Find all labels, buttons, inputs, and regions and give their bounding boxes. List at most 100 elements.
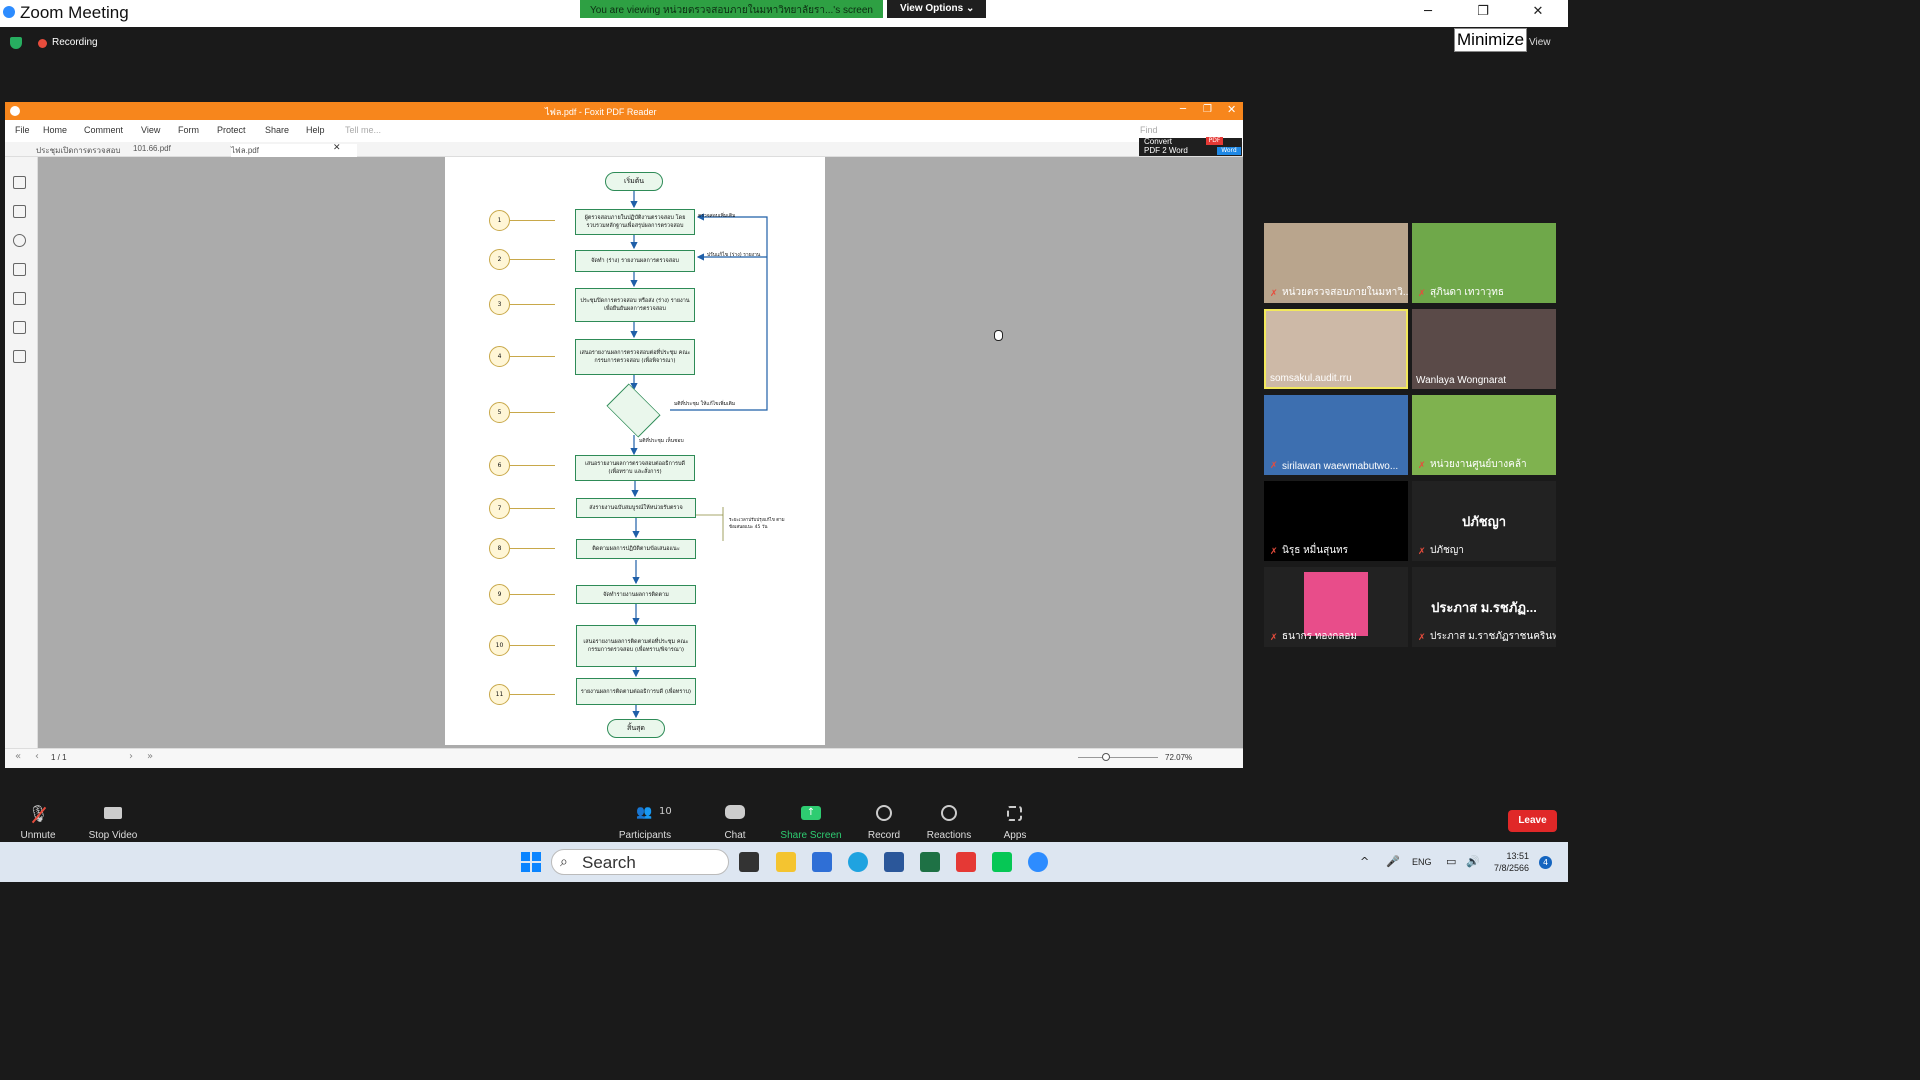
file-explorer-icon[interactable] <box>776 852 796 872</box>
apps-button[interactable]: Apps <box>1003 830 1027 841</box>
menu-form[interactable]: Form <box>178 125 199 135</box>
participant-name: ประภาส ม.ราชภัฏราชนครินทร์ <box>1430 631 1556 642</box>
zoom-handle[interactable] <box>1102 753 1110 761</box>
restore-button[interactable]: ❐ <box>1477 4 1489 19</box>
next-page-icon[interactable]: › <box>129 751 133 762</box>
meeting-toolbar <box>0 796 1568 842</box>
step-connector <box>510 220 555 221</box>
volume-icon[interactable]: 🔊 <box>1466 855 1480 868</box>
participant-tile[interactable]: Wanlaya Wongnarat <box>1412 309 1556 389</box>
video-icon[interactable] <box>104 807 122 819</box>
record-icon[interactable] <box>876 805 892 821</box>
comments-icon[interactable] <box>13 234 26 247</box>
security-icon[interactable] <box>13 321 26 334</box>
network-icon[interactable]: ▭ <box>1446 855 1457 868</box>
menu-home[interactable]: Home <box>43 125 68 135</box>
taskbar-search[interactable] <box>551 849 729 875</box>
first-page-icon[interactable]: « <box>15 751 22 762</box>
participant-name: หน่วยตรวจสอบภายในมหาวิ... <box>1282 287 1408 298</box>
chat-icon[interactable] <box>725 805 745 819</box>
tab-doc-1[interactable]: ประชุมเปิดการตรวจสอบ <box>36 146 121 155</box>
tell-me-search[interactable]: Tell me... <box>345 125 382 135</box>
stop-video-button[interactable]: Stop Video <box>88 830 138 841</box>
attachment-icon[interactable] <box>13 292 26 305</box>
participant-tile[interactable]: ✗หน่วยตรวจสอบภายในมหาวิ... <box>1264 223 1408 303</box>
edge-icon[interactable] <box>848 852 868 872</box>
menu-share[interactable]: Share <box>265 125 290 135</box>
step-number-10: 10 <box>489 635 510 656</box>
flow-step-box: จัดทำ (ร่าง) รายงานผลการตรวจสอบ <box>575 250 695 272</box>
chat-button[interactable]: Chat <box>724 830 746 841</box>
unmute-button[interactable]: Unmute <box>20 830 56 841</box>
signature-icon[interactable] <box>13 350 26 363</box>
zoom-taskbar-icon[interactable] <box>1028 852 1048 872</box>
snipping-tool-icon[interactable] <box>956 852 976 872</box>
zoom-slider[interactable] <box>1078 757 1158 758</box>
annot-audit-more: ตรวจสอบเพิ่มเติม <box>698 213 736 219</box>
task-view-icon[interactable] <box>739 852 759 872</box>
notification-badge[interactable]: 4 <box>1539 856 1552 869</box>
participant-tile[interactable]: somsakul.audit.rru <box>1264 309 1408 389</box>
tray-mic-icon[interactable]: 🎤 <box>1386 855 1400 868</box>
store-icon[interactable] <box>812 852 832 872</box>
foxit-close-icon[interactable]: ✕ <box>1227 103 1237 116</box>
last-page-icon[interactable]: » <box>147 751 154 762</box>
layers-icon[interactable] <box>13 263 26 276</box>
step-number-4: 4 <box>489 346 510 367</box>
prev-page-icon[interactable]: ‹ <box>35 751 39 762</box>
minimize-button[interactable]: ─ <box>1424 4 1432 19</box>
excel-icon[interactable] <box>920 852 940 872</box>
tray-chevron-icon[interactable]: ^ <box>1360 855 1370 868</box>
participant-tile[interactable]: ✗สุภินดา เทวาวุทธ <box>1412 223 1556 303</box>
share-screen-icon[interactable]: ↑ <box>801 806 821 820</box>
participant-tile[interactable]: ✗หน่วยงานศูนย์บางคล้า <box>1412 395 1556 475</box>
participant-tile[interactable]: ปภัชญา✗ปภัชญา <box>1412 481 1556 561</box>
start-icon[interactable] <box>521 852 541 872</box>
tab-close-icon[interactable]: ✕ <box>333 143 341 153</box>
line-icon[interactable] <box>992 852 1012 872</box>
view-options-button[interactable]: View Options ⌄ <box>887 0 986 18</box>
step-number-2: 2 <box>489 249 510 270</box>
reactions-button[interactable]: Reactions <box>926 830 972 841</box>
bookmark-icon[interactable] <box>13 176 26 189</box>
participant-tile[interactable]: ประภาส ม.รชภัฏ...✗ประภาส ม.ราชภัฏราชนคริ… <box>1412 567 1556 647</box>
menu-comment[interactable]: Comment <box>84 125 124 135</box>
record-button[interactable]: Record <box>867 830 901 841</box>
participant-tile[interactable]: ✗นิรุธ หมื่นสุนทร <box>1264 481 1408 561</box>
participants-button[interactable]: Participants <box>618 830 672 841</box>
page-indicator[interactable]: 1 / 1 <box>51 753 67 762</box>
menu-view[interactable]: View <box>141 125 161 135</box>
menu-file[interactable]: File <box>15 125 30 135</box>
recording-icon <box>38 39 47 48</box>
foxit-restore-icon[interactable]: ❐ <box>1203 104 1212 115</box>
share-screen-button[interactable]: Share Screen <box>780 830 842 841</box>
foxit-minimize-icon[interactable]: ─ <box>1180 104 1187 115</box>
flow-end: สิ้นสุด <box>607 719 665 738</box>
annot-revise: ปรับแก้ไข (ร่าง) รายงาน <box>707 252 761 258</box>
menu-help[interactable]: Help <box>306 125 325 135</box>
participants-icon[interactable]: 👥 <box>636 805 653 820</box>
step-number-1: 1 <box>489 210 510 231</box>
menu-protect[interactable]: Protect <box>217 125 246 135</box>
find-input[interactable]: Find <box>1140 125 1158 135</box>
tab-doc-3[interactable]: ไฟล.pdf <box>231 144 357 157</box>
participant-tile[interactable]: ✗sirilawan waewmabutwo... <box>1264 395 1408 475</box>
participant-tile[interactable]: ✗ธนากร ทองกลอม <box>1264 567 1408 647</box>
close-button[interactable]: ✕ <box>1532 4 1544 19</box>
language-indicator[interactable]: ENG <box>1412 857 1432 867</box>
view-button[interactable]: View <box>1529 37 1551 48</box>
pdf-page[interactable]: เริ่มต้น สิ้นสุด พิจารณา ตรวจสอบเพิ่มเติ… <box>445 157 825 745</box>
reactions-icon[interactable] <box>941 805 957 821</box>
leave-button[interactable]: Leave <box>1508 810 1557 832</box>
tab-doc-2[interactable]: 101.66.pdf <box>133 144 171 153</box>
word-icon[interactable] <box>884 852 904 872</box>
shield-icon[interactable] <box>10 37 22 49</box>
mic-muted-icon: ✗ <box>1418 633 1426 643</box>
annot-period: ระยะเวลาปรับปรุงแก้ไข ตามข้อเสนอแนะ 45 ว… <box>729 518 785 530</box>
step-connector <box>510 548 555 549</box>
zoom-value[interactable]: 72.07% <box>1165 753 1193 762</box>
pages-icon[interactable] <box>13 205 26 218</box>
apps-icon[interactable] <box>1007 806 1022 821</box>
